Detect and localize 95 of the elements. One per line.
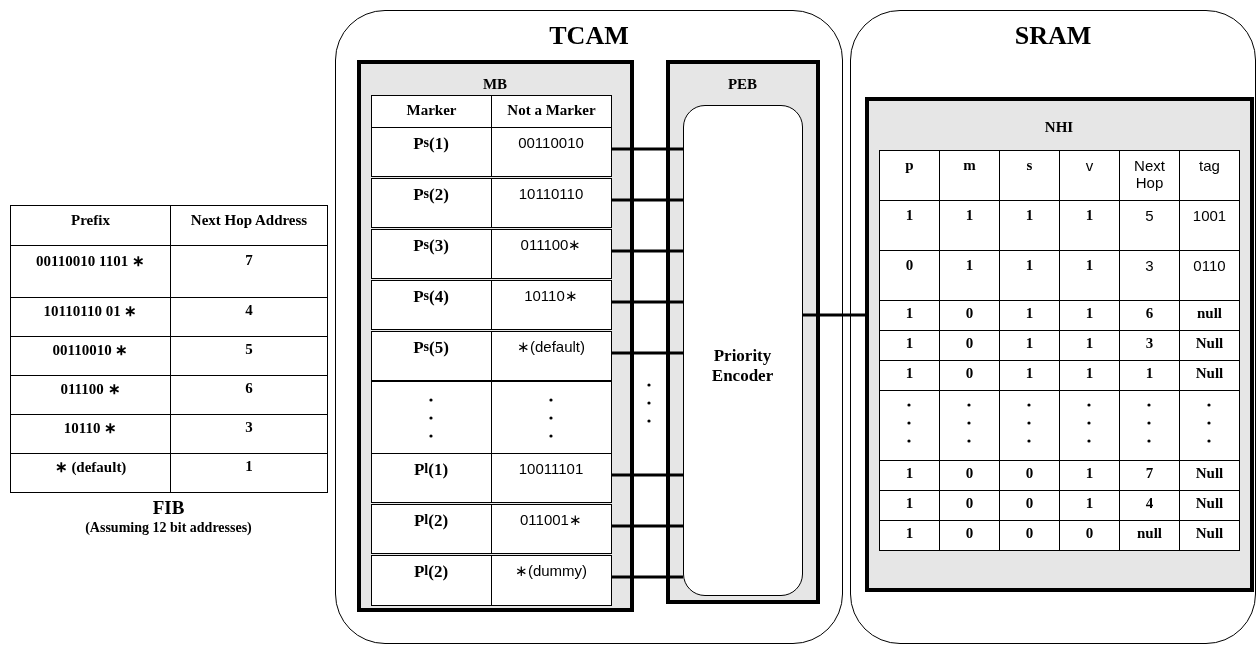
table-cell: 7 [1119, 460, 1180, 491]
table-cell: 1001 [1179, 200, 1240, 251]
table-cell: 011100∗ [490, 228, 612, 279]
table-row [370, 279, 612, 330]
table-note: (Assuming 12 bit addresses) [84, 520, 253, 536]
table-cell: 1 [879, 520, 940, 551]
panel-title: PEB [726, 75, 759, 93]
table-cell: 0 [939, 330, 1000, 361]
table-cell: v [1059, 150, 1120, 201]
table-cell: ∗(default) [490, 330, 612, 381]
block-title: TCAM [548, 21, 630, 51]
table-cell: 0 [939, 460, 1000, 491]
connector-line [612, 524, 683, 528]
table-cell: Null [1179, 490, 1240, 521]
connector-line [803, 313, 865, 317]
table-cell: 1 [999, 300, 1060, 331]
panel [665, 59, 820, 604]
table-cell: 0 [879, 250, 940, 301]
table-cell: 5 [1119, 200, 1180, 251]
table-cell: Null [1179, 330, 1240, 361]
table-cell: null [1179, 300, 1240, 331]
table-cell: 1 [1059, 330, 1120, 361]
column-header: Not a Marker [491, 95, 612, 128]
panel-title: MB [481, 75, 509, 93]
table-cell: 1 [999, 250, 1060, 301]
table-cell: 0 [999, 520, 1060, 551]
table-cell: 1 [879, 460, 940, 491]
table-cell: 1 [1059, 360, 1120, 391]
table-cell: 1 [939, 250, 1000, 301]
table-cell: 1 [939, 200, 1000, 251]
table-cell: m [939, 150, 1000, 201]
table-cell: 011001∗ [490, 503, 612, 554]
table-cell: 0 [939, 490, 1000, 521]
table-cell: 1 [1059, 250, 1120, 301]
connector-line [612, 473, 683, 477]
table-row [370, 330, 612, 381]
table-cell: 1 [1119, 360, 1180, 391]
connector-line [612, 351, 683, 355]
table-cell: Prefix [10, 205, 171, 246]
table-cell: 1 [879, 330, 940, 361]
table-caption: FIB [151, 497, 186, 519]
table-cell: 1 [879, 360, 940, 391]
table-cell: 0 [999, 490, 1060, 521]
table-cell: 10011101 [490, 452, 612, 503]
table-cell: 0 [999, 460, 1060, 491]
table-row [370, 126, 612, 177]
table-cell: p [879, 150, 940, 201]
table-cell: ∗ (default) [10, 453, 171, 493]
table-cell: Null [1179, 360, 1240, 391]
table-cell: 0 [939, 520, 1000, 551]
table-row [370, 452, 612, 503]
table-cell: 1 [170, 453, 328, 493]
table-cell: 1 [999, 200, 1060, 251]
connector-line [612, 147, 683, 151]
table-cell: Null [1179, 460, 1240, 491]
table-cell: 6 [1119, 300, 1180, 331]
table-cell: Next Hop [1119, 150, 1180, 201]
table-cell: 00110010 [490, 126, 612, 177]
block-title: SRAM [1013, 21, 1093, 51]
table-cell: Next Hop Address [170, 205, 328, 246]
table-cell: s [999, 150, 1060, 201]
table-cell: 0110 [1179, 250, 1240, 301]
table-cell: 10110110 [490, 177, 612, 228]
connector-line [612, 300, 683, 304]
table-cell: 1 [879, 490, 940, 521]
table-cell: null [1119, 520, 1180, 551]
table-cell: 3 [1119, 330, 1180, 361]
table-cell: Null [1179, 520, 1240, 551]
table-cell: 4 [1119, 490, 1180, 521]
table-cell: 1 [1059, 200, 1120, 251]
table-cell: 1 [1059, 300, 1120, 331]
table-cell: 10110∗ [490, 279, 612, 330]
table-cell: 1 [1059, 460, 1120, 491]
table-cell: 1 [879, 200, 940, 251]
table-cell: 0 [939, 360, 1000, 391]
connector-line [612, 249, 683, 253]
table-cell: 1 [999, 330, 1060, 361]
table-cell: tag [1179, 150, 1240, 201]
table-cell: ∗(dummy) [490, 554, 612, 606]
table-cell: 0 [939, 300, 1000, 331]
column-header: Marker [371, 95, 492, 128]
table-cell: 3 [1119, 250, 1180, 301]
table-cell: 1 [999, 360, 1060, 391]
panel-title: NHI [1043, 118, 1075, 136]
table-row [370, 228, 612, 279]
connector-line [612, 198, 683, 202]
table-row [370, 554, 612, 606]
table-cell: 1 [1059, 490, 1120, 521]
connector-line [612, 575, 683, 579]
table-cell: 0 [1059, 520, 1120, 551]
table-row [370, 177, 612, 228]
table-row [370, 503, 612, 554]
encoder-box [682, 104, 803, 596]
table-cell: 1 [879, 300, 940, 331]
encoder-label: Priority Encoder [710, 345, 775, 386]
